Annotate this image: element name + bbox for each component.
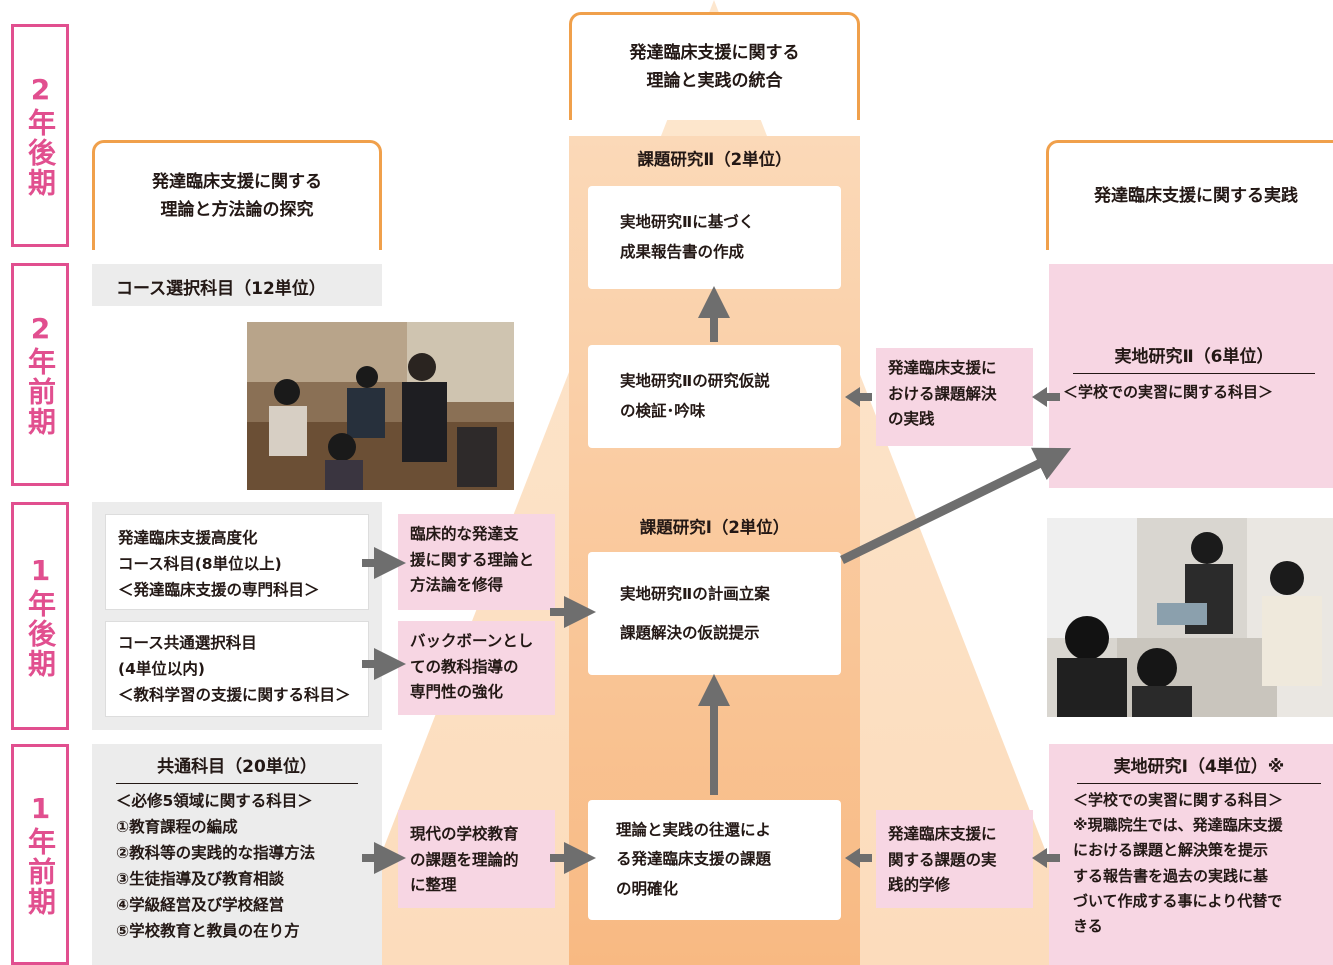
header-right: 発達臨床支援に関する実践 — [1046, 140, 1333, 250]
field-research-1-panel: 実地研究Ⅰ（4単位）※ ＜学校での実習に関する科目＞ ※現職院生では、発達臨床支… — [1049, 744, 1333, 965]
header-left: 発達臨床支援に関する 理論と方法論の探究 — [92, 140, 382, 250]
research-2-title: 課題研究Ⅱ（2単位） — [637, 150, 792, 169]
phase-label-y2-late: 2年後期 — [11, 24, 69, 247]
field-research-1-title: 実地研究Ⅰ（4単位）※ — [1077, 752, 1321, 784]
phase-label-y1-late: 1年後期 — [11, 502, 69, 730]
problem-solving-box: 発達臨床支援に おける課題解決 の実践 — [876, 348, 1033, 446]
clarify-box: 理論と実践の往還によ る発達臨床支援の課題 の明確化 — [588, 800, 841, 920]
field-research-2-desc: ＜学校での実習に関する科目＞ — [1063, 383, 1274, 401]
modern-education-box: 現代の学校教育 の課題を理論的 に整理 — [398, 810, 555, 908]
course-select-title: コース選択科目（12単位） — [92, 264, 382, 306]
advanced-course-box: 発達臨床支援高度化 コース科目(8単位以上) ＜発達臨床支援の専門科目＞ — [105, 514, 369, 610]
theory-method-box: 臨床的な発達支 援に関する理論と 方法論を修得 — [398, 514, 555, 610]
field-research-2-title: 実地研究Ⅱ（6単位） — [1073, 342, 1315, 374]
meeting-photo — [1047, 518, 1333, 717]
common-select-box: コース共通選択科目 (4単位以内) ＜教科学習の支援に関する科目＞ — [105, 621, 369, 717]
report-creation-box: 実地研究Ⅱに基づく 成果報告書の作成 — [588, 186, 841, 289]
header-center: 発達臨床支援に関する 理論と実践の統合 — [569, 12, 860, 120]
phase-label-y2-early: 2年前期 — [11, 263, 69, 486]
classroom-photo — [247, 322, 514, 490]
common-subjects-list: ＜必修5領域に関する科目＞ ①教育課程の編成 ②教科等の実践的な指導方法 ③生徒… — [116, 792, 316, 941]
practical-study-box: 発達臨床支援に 関する課題の実 践的学修 — [876, 810, 1033, 908]
backbone-box: バックボーンとし ての教科指導の 専門性の強化 — [398, 621, 555, 715]
field-research-2-panel: 実地研究Ⅱ（6単位） ＜学校での実習に関する科目＞ — [1049, 264, 1333, 488]
plan-box: 実地研究Ⅱの計画立案 課題解決の仮説提示 — [588, 552, 841, 675]
common-subjects-panel: 共通科目（20単位） ＜必修5領域に関する科目＞ ①教育課程の編成 ②教科等の実… — [92, 744, 382, 965]
common-subjects-title: 共通科目（20単位） — [116, 752, 358, 784]
phase-label-y1-early: 1年前期 — [11, 744, 69, 965]
field-research-1-desc: ＜学校での実習に関する科目＞ ※現職院生では、発達臨床支援 における課題と解決策… — [1073, 791, 1284, 935]
research-1-title: 課題研究Ⅰ（2単位） — [639, 518, 790, 537]
hypothesis-verify-box: 実地研究Ⅱの研究仮説 の検証･吟味 — [588, 345, 841, 448]
